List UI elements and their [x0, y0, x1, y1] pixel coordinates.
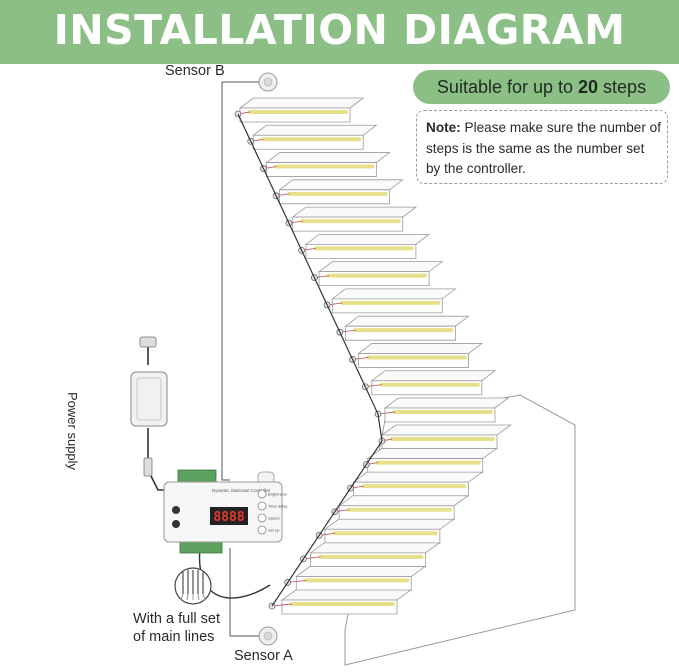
- controller-button: [257, 489, 267, 499]
- step-tread: [291, 206, 418, 218]
- dial-2: [172, 520, 180, 528]
- staircase: [234, 97, 576, 666]
- note-box: Note: Please make sure the number of ste…: [416, 110, 668, 184]
- step-tread: [344, 315, 470, 327]
- step-tread: [265, 152, 391, 163]
- controller-button: [257, 501, 267, 511]
- step-tread: [295, 566, 427, 577]
- capacity-count: 20: [578, 77, 599, 97]
- controller-button-label: Brightness: [268, 492, 287, 497]
- note-body: Please make sure the number of steps is …: [426, 120, 661, 176]
- controller-button-label: Speed: [268, 516, 280, 521]
- step-tread: [323, 518, 455, 530]
- step-tread: [309, 542, 441, 554]
- backbone-wire: [237, 113, 383, 607]
- sensor-b-label: Sensor B: [165, 63, 225, 79]
- controller-button-label: Time delay: [268, 504, 287, 509]
- display-digits: 8888: [213, 510, 244, 525]
- main-lines-label: With a full set of main lines: [133, 610, 220, 646]
- note-label: Note:: [426, 120, 461, 135]
- step-tread: [357, 343, 484, 354]
- step-tread: [280, 589, 413, 601]
- controller-button-label: Set up: [268, 528, 280, 533]
- sensor-a-cable: [229, 548, 262, 637]
- led-display: [210, 507, 248, 525]
- step-tread: [304, 233, 431, 245]
- main-lines-detail: [174, 567, 212, 605]
- controller-button: [257, 513, 267, 523]
- step-tread: [380, 424, 513, 436]
- title-banner: INSTALLATION DIAGRAM: [0, 0, 679, 64]
- power-adapter: [130, 371, 168, 427]
- step-tread: [366, 448, 498, 459]
- main-lines-line-1: With a full set: [133, 611, 221, 627]
- capacity-suffix: steps: [598, 77, 647, 97]
- step-tread: [331, 288, 457, 300]
- step-tread: [317, 261, 444, 273]
- power-plug-cord: [145, 344, 149, 365]
- dc-connector: [143, 457, 153, 477]
- note-text: Note: Please make sure the number of ste…: [426, 118, 662, 180]
- power-supply-label: Power supply: [65, 392, 80, 471]
- page-title: INSTALLATION DIAGRAM: [53, 6, 626, 54]
- step-tread: [383, 397, 510, 409]
- step-tread: [370, 370, 497, 382]
- controller-title: Dynamic Staircase Controller: [212, 488, 271, 493]
- step-tread: [337, 495, 470, 507]
- capacity-prefix: Suitable for up to: [436, 77, 579, 97]
- power-plug: [139, 336, 157, 348]
- step-tread: [278, 179, 404, 191]
- step-tread: [352, 471, 484, 483]
- sensor-b: [258, 72, 278, 92]
- main-line: [198, 547, 271, 599]
- sensor-a-label: Sensor A: [234, 648, 293, 664]
- capacity-text: Suitable for up to 20 steps: [413, 77, 670, 98]
- controller-button: [257, 525, 267, 535]
- capacity-badge: Suitable for up to 20 steps: [413, 70, 670, 104]
- power-supply: [130, 336, 168, 477]
- controller: Dynamic Staircase Controller 8888 Bright…: [163, 469, 287, 554]
- sensor-b-cable: [221, 82, 230, 481]
- dial-1: [172, 506, 180, 514]
- step-tread: [251, 124, 378, 136]
- sensor-a: [258, 626, 278, 646]
- main-lines-line-2: of main lines: [133, 629, 215, 645]
- step-tread: [238, 97, 365, 109]
